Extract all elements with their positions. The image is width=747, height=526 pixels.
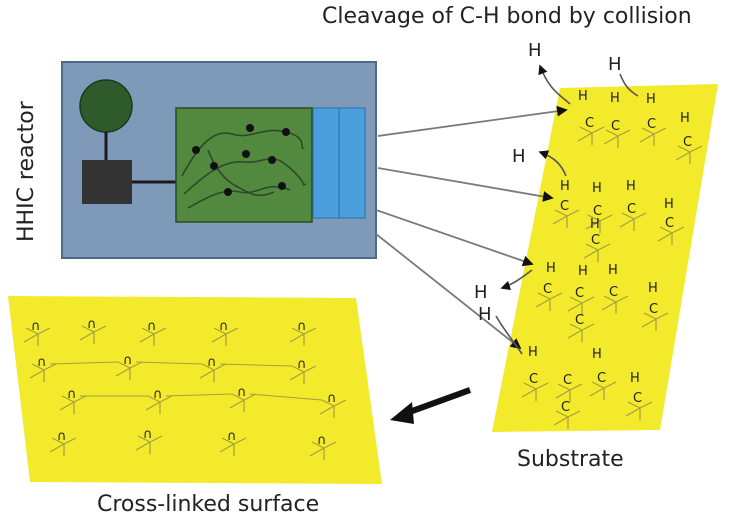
- hydrogen-atom: H: [610, 91, 620, 106]
- carbon-atom: C: [563, 373, 572, 388]
- ion-beams: [375, 105, 568, 350]
- hydrogen-atom: H: [626, 179, 636, 194]
- reactor-chamber: [175, 107, 313, 223]
- surface-node: ∩: [31, 319, 41, 334]
- carbon-atom: C: [649, 302, 658, 317]
- carbon-atom: C: [585, 116, 594, 131]
- surface-node: ∩: [87, 317, 97, 332]
- cross-linked-surface-panel: [8, 296, 382, 484]
- hydrogen-atom: H: [608, 263, 618, 278]
- carbon-atom: C: [633, 391, 642, 406]
- hydrogen-atom: H: [528, 345, 538, 360]
- hydrogen-atom: H: [578, 89, 588, 104]
- surface-node: ∩: [227, 429, 237, 444]
- reactor-window-right: [338, 107, 366, 219]
- hydrogen-atom: H: [560, 179, 570, 194]
- carbon-atom: C: [683, 135, 692, 150]
- carbon-atom: C: [647, 117, 656, 132]
- hydrogen-atom: H: [630, 371, 640, 386]
- substrate-label: Substrate: [517, 447, 624, 472]
- carbon-atom: C: [665, 216, 674, 231]
- carbon-atom: C: [591, 233, 600, 248]
- substrate-panel: [492, 84, 718, 432]
- released-hydrogen-atom: H: [528, 40, 542, 61]
- surface-node: ∩: [297, 319, 307, 334]
- surface-node: ∩: [57, 429, 67, 444]
- hydrogen-atom: H: [592, 347, 602, 362]
- carbon-atom: C: [543, 282, 552, 297]
- surface-node: ∩: [237, 385, 247, 400]
- surface-node: ∩: [297, 357, 307, 372]
- reactor-window-left: [312, 107, 340, 219]
- diagram-title: Cleavage of C-H bond by collision: [322, 4, 692, 29]
- released-hydrogen-atom: H: [512, 146, 526, 167]
- reactor-box: [82, 160, 132, 204]
- hydrogen-atom: H: [664, 197, 674, 212]
- hydrogen-atom: H: [578, 264, 588, 279]
- surface-label: Cross-linked surface: [97, 492, 320, 517]
- hydrogen-atom: H: [546, 261, 556, 276]
- carbon-atom: C: [611, 119, 620, 134]
- reactor-label: HHIC reactor: [14, 101, 39, 242]
- carbon-atom: C: [597, 371, 606, 386]
- transfer-arrowhead: [390, 402, 414, 424]
- hydrogen-atom: H: [648, 281, 658, 296]
- carbon-atom: C: [575, 286, 584, 301]
- carbon-atom: C: [560, 199, 569, 214]
- carbon-atom: C: [609, 285, 618, 300]
- surface-atoms: ∩ ∩ ∩ ∩ ∩ ∩ ∩ ∩ ∩ ∩ ∩ ∩ ∩ ∩ ∩ ∩ ∩: [31, 317, 337, 448]
- carbon-atom: C: [627, 202, 636, 217]
- hydrogen-atom: H: [590, 217, 600, 232]
- surface-bonds: [23, 325, 347, 460]
- hydrogen-atom: H: [680, 111, 690, 126]
- surface-node: ∩: [67, 387, 77, 402]
- surface-node: ∩: [207, 355, 217, 370]
- reactor-circle: [79, 79, 133, 133]
- surface-node: ∩: [327, 391, 337, 406]
- surface-node: ∩: [123, 353, 133, 368]
- released-hydrogen-atom: H: [478, 304, 492, 325]
- polymer-beads: [192, 124, 290, 196]
- surface-node: ∩: [37, 355, 47, 370]
- substrate-bonds: [521, 126, 703, 429]
- surface-node: ∩: [317, 433, 327, 448]
- hydrogen-atom: H: [646, 92, 656, 107]
- released-hydrogen-atom: H: [608, 54, 622, 75]
- surface-node: ∩: [143, 427, 153, 442]
- carbon-atom: C: [529, 372, 538, 387]
- released-hydrogen-atom: H: [474, 282, 488, 303]
- carbon-atom: C: [561, 400, 570, 415]
- carbon-atom: C: [575, 313, 584, 328]
- carbon-atom: C: [593, 204, 602, 219]
- hydrogen-atom: H: [592, 181, 602, 196]
- released-hydrogen-paths: [495, 64, 639, 355]
- transfer-arrow: [402, 387, 472, 417]
- surface-node: ∩: [147, 319, 157, 334]
- surface-node: ∩: [219, 319, 229, 334]
- surface-node: ∩: [153, 387, 163, 402]
